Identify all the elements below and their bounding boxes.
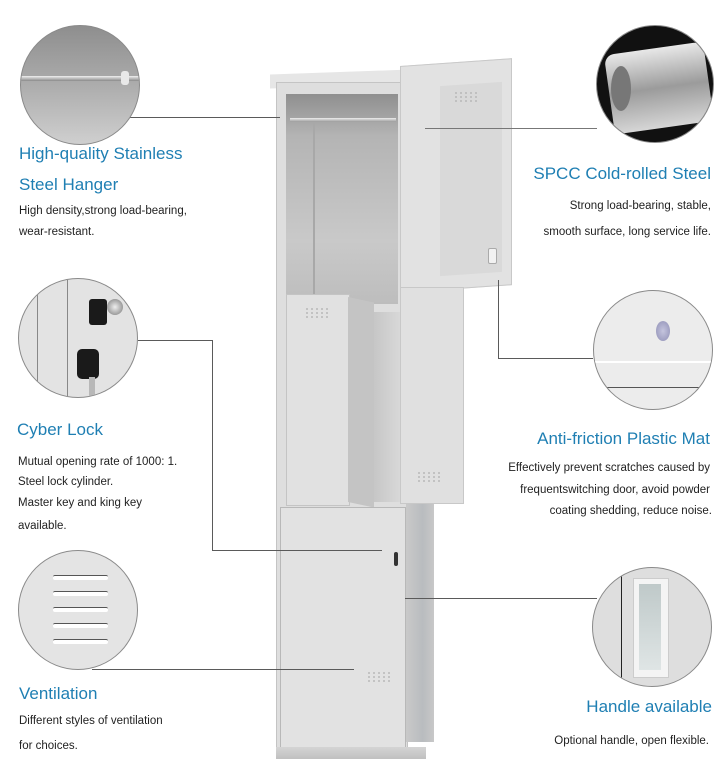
steel-coil-detail-image [596, 25, 714, 143]
lock-desc-line2: Steel lock cylinder. [18, 476, 114, 488]
ventilation-desc-line1: Different styles of ventilation [19, 715, 163, 727]
lock-detail-image [18, 278, 138, 398]
handle-recess [639, 584, 661, 670]
hanger-title-line2: Steel Hanger [19, 175, 119, 194]
hanger-desc-line2: wear-resistant. [19, 226, 95, 238]
hanger-rod [290, 118, 396, 122]
lock-desc-line4: available. [18, 520, 67, 532]
callout-line-handle [405, 598, 597, 599]
hanger-bracket [121, 71, 129, 85]
mat-desc-line2: frequentswitching door, avoid powder [520, 484, 710, 496]
steel-title: SPCC Cold-rolled Steel [533, 164, 711, 183]
hanger-rod-closeup [21, 76, 139, 81]
vent-slot-1 [53, 575, 108, 580]
door-seam [37, 279, 38, 397]
interior-divider [313, 122, 315, 302]
mat-desc-line3: coating shedding, reduce noise. [549, 505, 712, 517]
upper-door-lock[interactable] [488, 248, 497, 264]
callout-line-lock-h2 [212, 550, 382, 551]
vent-slot-3 [53, 607, 108, 612]
right-door-vent-holes [418, 472, 441, 482]
steel-desc-line1: Strong load-bearing, stable, [569, 200, 711, 212]
bottom-door-vent-holes [368, 672, 391, 682]
bottom-door[interactable] [280, 507, 406, 749]
mat-bottom-line [594, 387, 712, 388]
vent-slot-2 [53, 591, 108, 596]
vent-slot-4 [53, 623, 108, 628]
hanger-detail-image [20, 25, 140, 145]
key-blade [89, 377, 95, 397]
mat-title: Anti-friction Plastic Mat [537, 429, 710, 448]
hanger-title-line1: High-quality Stainless [19, 144, 183, 163]
plastic-mat-detail-image [593, 290, 713, 410]
callout-line-lock-v [212, 340, 213, 550]
recessed-handle [633, 578, 669, 678]
mat-edge-line [594, 361, 712, 363]
upper-door-vent-holes [455, 92, 478, 102]
middle-door-vent-holes [306, 308, 329, 318]
callout-line-mat-v [498, 280, 499, 358]
lock-desc-line1: Mutual opening rate of 1000: 1. [18, 456, 178, 468]
bottom-door-lock-keyhole[interactable] [394, 552, 398, 566]
callout-line-mat-h [498, 358, 593, 359]
mat-bumper [656, 321, 670, 341]
ventilation-title: Ventilation [19, 684, 98, 703]
mat-desc-line1: Effectively prevent scratches caused by [508, 462, 710, 474]
callout-line-steel [425, 128, 597, 129]
ventilation-desc-line2: for choices. [19, 740, 78, 752]
locker-side-panel [406, 502, 434, 742]
upper-compartment-interior [286, 94, 398, 304]
key-icon [77, 349, 99, 379]
key-head-inserted [89, 299, 107, 325]
callout-line-lock-h1 [138, 340, 213, 341]
right-door-lower [400, 287, 464, 504]
vent-slot-5 [53, 639, 108, 644]
handle-title: Handle available [586, 697, 712, 716]
callout-line-ventilation [92, 669, 354, 670]
handle-desc-line1: Optional handle, open flexible. [554, 735, 709, 747]
door-seam-handle [621, 568, 622, 686]
callout-line-hanger [128, 117, 280, 118]
locker-plinth [276, 747, 426, 759]
hanger-desc-line1: High density,strong load-bearing, [19, 205, 187, 217]
lock-desc-line3: Master key and king key [18, 497, 143, 509]
handle-detail-image [592, 567, 712, 687]
ventilation-detail-image [18, 550, 138, 670]
middle-door[interactable] [286, 294, 350, 506]
lock-title: Cyber Lock [17, 420, 103, 439]
steel-coil-core [611, 66, 631, 111]
steel-desc-line2: smooth surface, long service life. [543, 226, 711, 238]
locker-illustration [270, 58, 512, 762]
door-seam-2 [67, 279, 68, 397]
middle-door-edge [348, 297, 374, 508]
lock-cylinder [107, 299, 123, 315]
